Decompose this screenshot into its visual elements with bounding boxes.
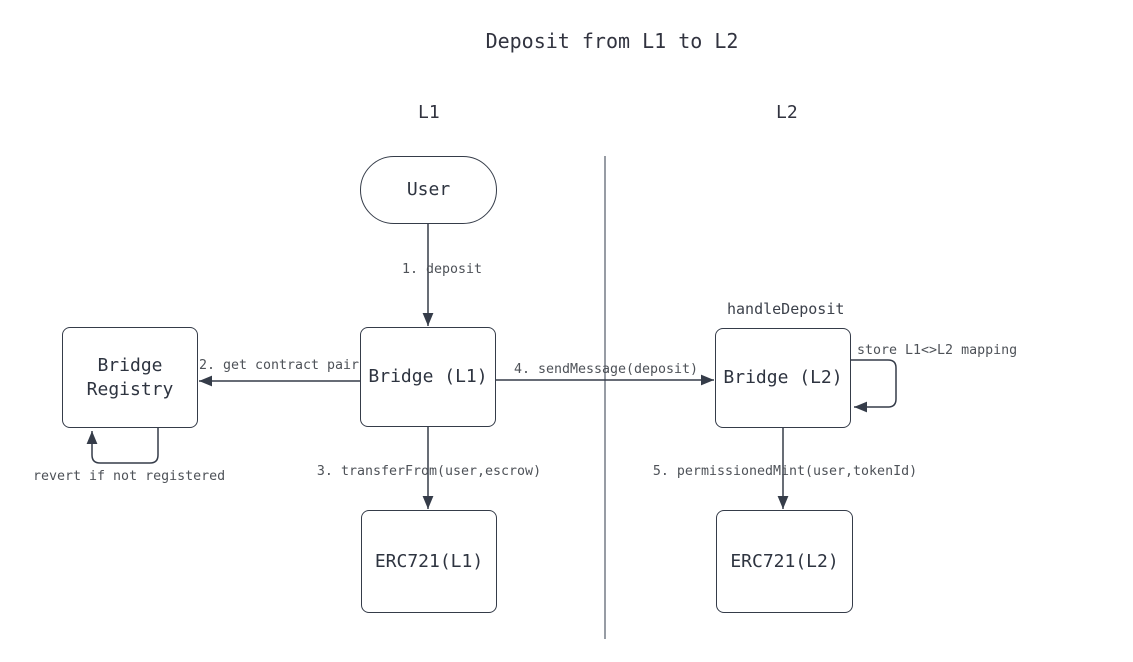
lane-label-l2: L2: [776, 102, 798, 123]
node-erc721-l2: ERC721(L2): [716, 510, 853, 613]
edge-label-transfer-from: 3. transferFrom(user,escrow): [316, 464, 542, 479]
node-erc721-l1: ERC721(L1): [361, 510, 497, 613]
node-bridge-l1: Bridge (L1): [360, 327, 496, 427]
node-bridge-l2: Bridge (L2): [715, 328, 851, 428]
diagram-title: Deposit from L1 to L2: [485, 29, 739, 53]
edge-label-store-mapping: store L1<>L2 mapping: [857, 343, 1018, 358]
node-bridge-registry: Bridge Registry: [62, 327, 198, 428]
arrow-revert-self-loop: [86, 427, 159, 464]
edge-label-permissioned-mint: 5. permissionedMint(user,tokenId): [652, 464, 918, 479]
edge-label-revert-note: revert if not registered: [33, 469, 226, 484]
node-annotation-handle-deposit: handleDeposit: [727, 300, 845, 318]
edge-label-deposit: 1. deposit: [401, 262, 483, 277]
edge-label-get-contract-pair: 2. get contract pair: [198, 358, 360, 373]
node-user: User: [360, 156, 497, 224]
edge-label-send-message: 4. sendMessage(deposit): [513, 362, 699, 377]
arrow-store-mapping-self-loop: [851, 359, 897, 413]
lane-label-l1: L1: [418, 102, 440, 123]
